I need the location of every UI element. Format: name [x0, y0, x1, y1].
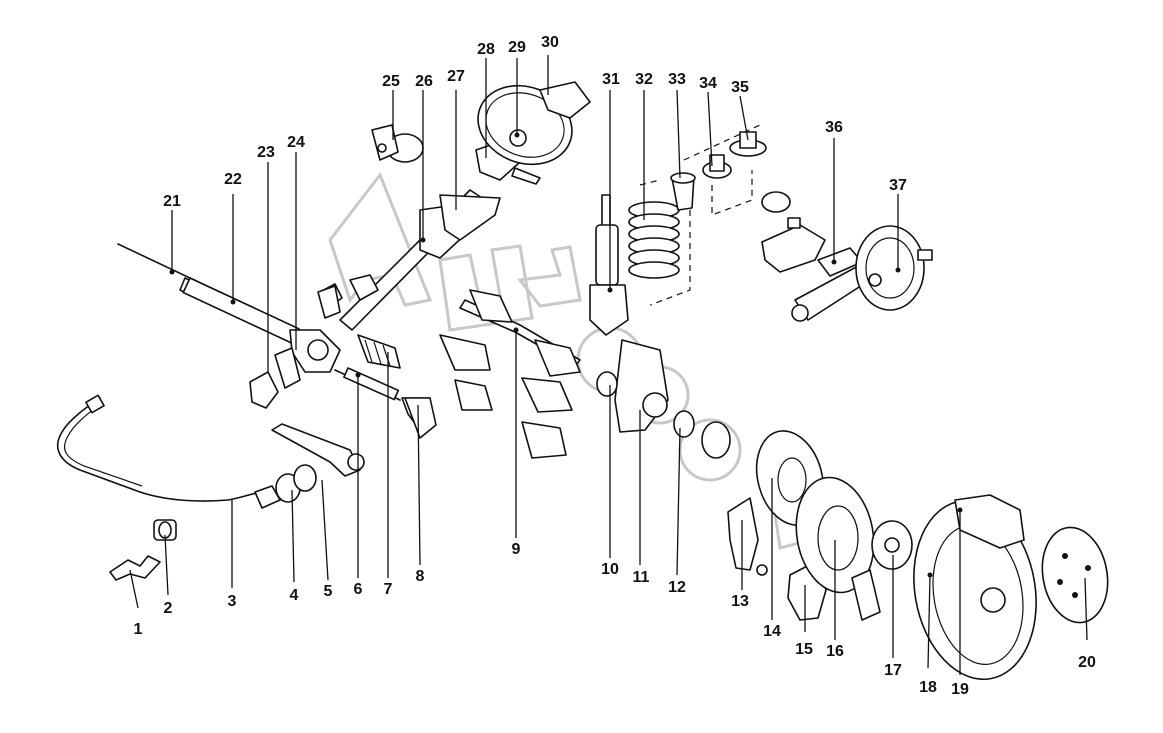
- label-18: 18: [919, 679, 937, 696]
- brake-pads: [851, 569, 881, 621]
- label-14: 14: [763, 623, 781, 640]
- label-3: 3: [228, 593, 237, 610]
- strut-mount: [729, 131, 767, 157]
- label-30: 30: [541, 34, 559, 51]
- steering-knuckle: [614, 339, 669, 433]
- label-15: 15: [795, 641, 813, 658]
- label-36: 36: [825, 119, 843, 136]
- label-9: 9: [512, 541, 521, 558]
- steering-column: [319, 189, 501, 331]
- tie-rod-outer: [117, 243, 301, 345]
- label-7: 7: [384, 581, 393, 598]
- leader-lines: [129, 55, 1088, 675]
- dashed-guides: [639, 124, 761, 306]
- label-17: 17: [884, 662, 902, 679]
- rack-bracket: [317, 285, 341, 319]
- stabilizer-bar: [56, 394, 263, 502]
- label-8: 8: [416, 568, 425, 585]
- label-22: 22: [224, 171, 242, 188]
- link-bush: [254, 464, 317, 509]
- rack-boot: [357, 334, 401, 369]
- label-10: 10: [601, 561, 619, 578]
- wheel-hub: [871, 520, 913, 570]
- bump-stop: [670, 172, 696, 211]
- coil-spring: [628, 201, 680, 279]
- label-21: 21: [163, 193, 181, 210]
- cap: [761, 191, 791, 213]
- label-16: 16: [826, 643, 844, 660]
- label-31: 31: [602, 71, 620, 88]
- lower-arm: [271, 423, 365, 477]
- knuckle-bushing: [596, 371, 618, 397]
- drive-shaft: [439, 289, 581, 459]
- label-29: 29: [508, 39, 526, 56]
- shock-absorber: [589, 194, 629, 336]
- label-25: 25: [382, 73, 400, 90]
- label-12: 12: [668, 579, 686, 596]
- label-20: 20: [1078, 654, 1096, 671]
- label-13: 13: [731, 593, 749, 610]
- label-6: 6: [354, 581, 363, 598]
- label-2: 2: [164, 600, 173, 617]
- part-labels: 1 2 3 4 5 6 7 8 9 10 11 12 13 14 15 16 1…: [134, 34, 1096, 698]
- steering-clamp: [249, 347, 301, 409]
- brake-reservoir: [761, 217, 826, 273]
- stabilizer-bracket: [109, 555, 161, 581]
- caliper-bracket: [727, 497, 768, 576]
- hub-cap: [1041, 526, 1109, 624]
- wheel-tire: [913, 494, 1037, 681]
- label-35: 35: [731, 79, 749, 96]
- label-11: 11: [633, 569, 650, 586]
- label-5: 5: [324, 583, 333, 600]
- label-27: 27: [447, 68, 465, 85]
- label-19: 19: [951, 681, 969, 698]
- ignition-switch: [371, 124, 424, 163]
- label-33: 33: [668, 71, 686, 88]
- label-1: 1: [134, 621, 143, 638]
- label-24: 24: [287, 134, 305, 151]
- steering-wheel-pad: [539, 81, 591, 119]
- label-34: 34: [699, 75, 717, 92]
- label-26: 26: [415, 73, 433, 90]
- master-cylinder: [791, 247, 871, 322]
- strut-bearing: [702, 154, 732, 179]
- label-4: 4: [290, 587, 299, 604]
- wheel-bearing: [673, 410, 731, 459]
- label-23: 23: [257, 144, 275, 161]
- steering-gear-housing: [289, 329, 341, 373]
- tie-rod-end: [404, 397, 437, 439]
- label-37: 37: [889, 177, 907, 194]
- brake-booster: [855, 225, 933, 311]
- brake-disc: [795, 476, 875, 594]
- label-32: 32: [635, 71, 653, 88]
- leader-dots: [169, 132, 963, 578]
- label-28: 28: [477, 41, 495, 58]
- stabilizer-bush: [153, 519, 177, 541]
